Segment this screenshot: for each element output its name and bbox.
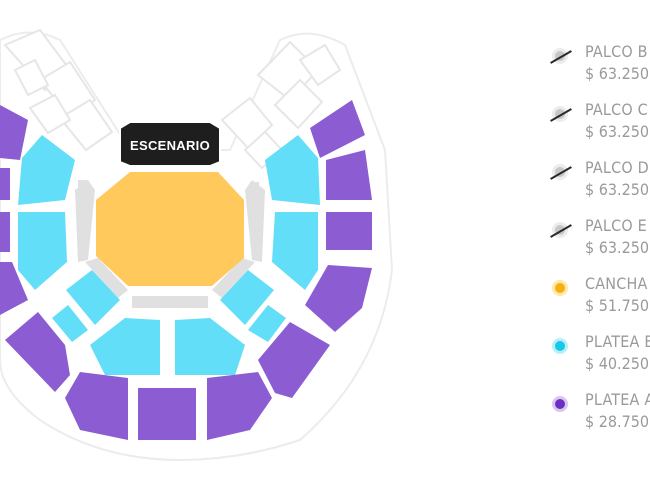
legend-name: PALCO D [585,158,649,177]
legend-price: $ 51.750 [585,296,650,315]
legend-item-platea-a[interactable]: PLATEA A $ 28.750 [548,390,650,434]
stage-label: ESCENARIO [130,138,210,153]
platea-alta-sections[interactable] [0,100,372,440]
palco-boxes-right [220,40,342,170]
legend-name: CANCHA [585,274,648,293]
legend-price: $ 40.250 [585,354,650,373]
legend-name: PLATEA A [585,390,650,409]
platea-alta-dot-icon [552,396,568,412]
unavailable-dot-icon [552,222,568,238]
cancha-section[interactable] [96,172,244,286]
legend-price: $ 63.250 [585,64,650,83]
legend-name: PALCO E [585,216,647,235]
legend-name: PLATEA B [585,332,650,351]
legend-price: $ 63.250 [585,238,650,257]
legend-price: $ 63.250 [585,180,650,199]
unavailable-dot-icon [552,48,568,64]
platea-baja-dot-icon [552,338,568,354]
legend-price: $ 63.250 [585,122,650,141]
palco-boxes-left [3,28,114,152]
venue-seat-map: ESCENARIO [0,28,394,462]
legend-item-palco-d[interactable]: PALCO D $ 63.250 [548,158,650,202]
legend-item-cancha[interactable]: CANCHA $ 51.750 [548,274,650,318]
legend-item-palco-c[interactable]: PALCO C $ 63.250 [548,100,650,144]
walkway-ring [75,180,265,308]
stage: ESCENARIO [119,121,221,167]
platea-baja-sections[interactable] [18,135,320,375]
legend-price: $ 28.750 [585,412,650,431]
unavailable-dot-icon [552,164,568,180]
unavailable-dot-icon [552,106,568,122]
cancha-dot-icon [552,280,568,296]
legend-name: PALCO C [585,100,648,119]
legend-item-palco-e[interactable]: PALCO E $ 63.250 [548,216,650,260]
legend-item-platea-b[interactable]: PLATEA B $ 40.250 [548,332,650,376]
price-legend: PALCO B $ 63.250 PALCO C $ 63.250 PALCO … [548,42,650,462]
legend-name: PALCO B [585,42,648,61]
legend-item-palco-b[interactable]: PALCO B $ 63.250 [548,42,650,86]
